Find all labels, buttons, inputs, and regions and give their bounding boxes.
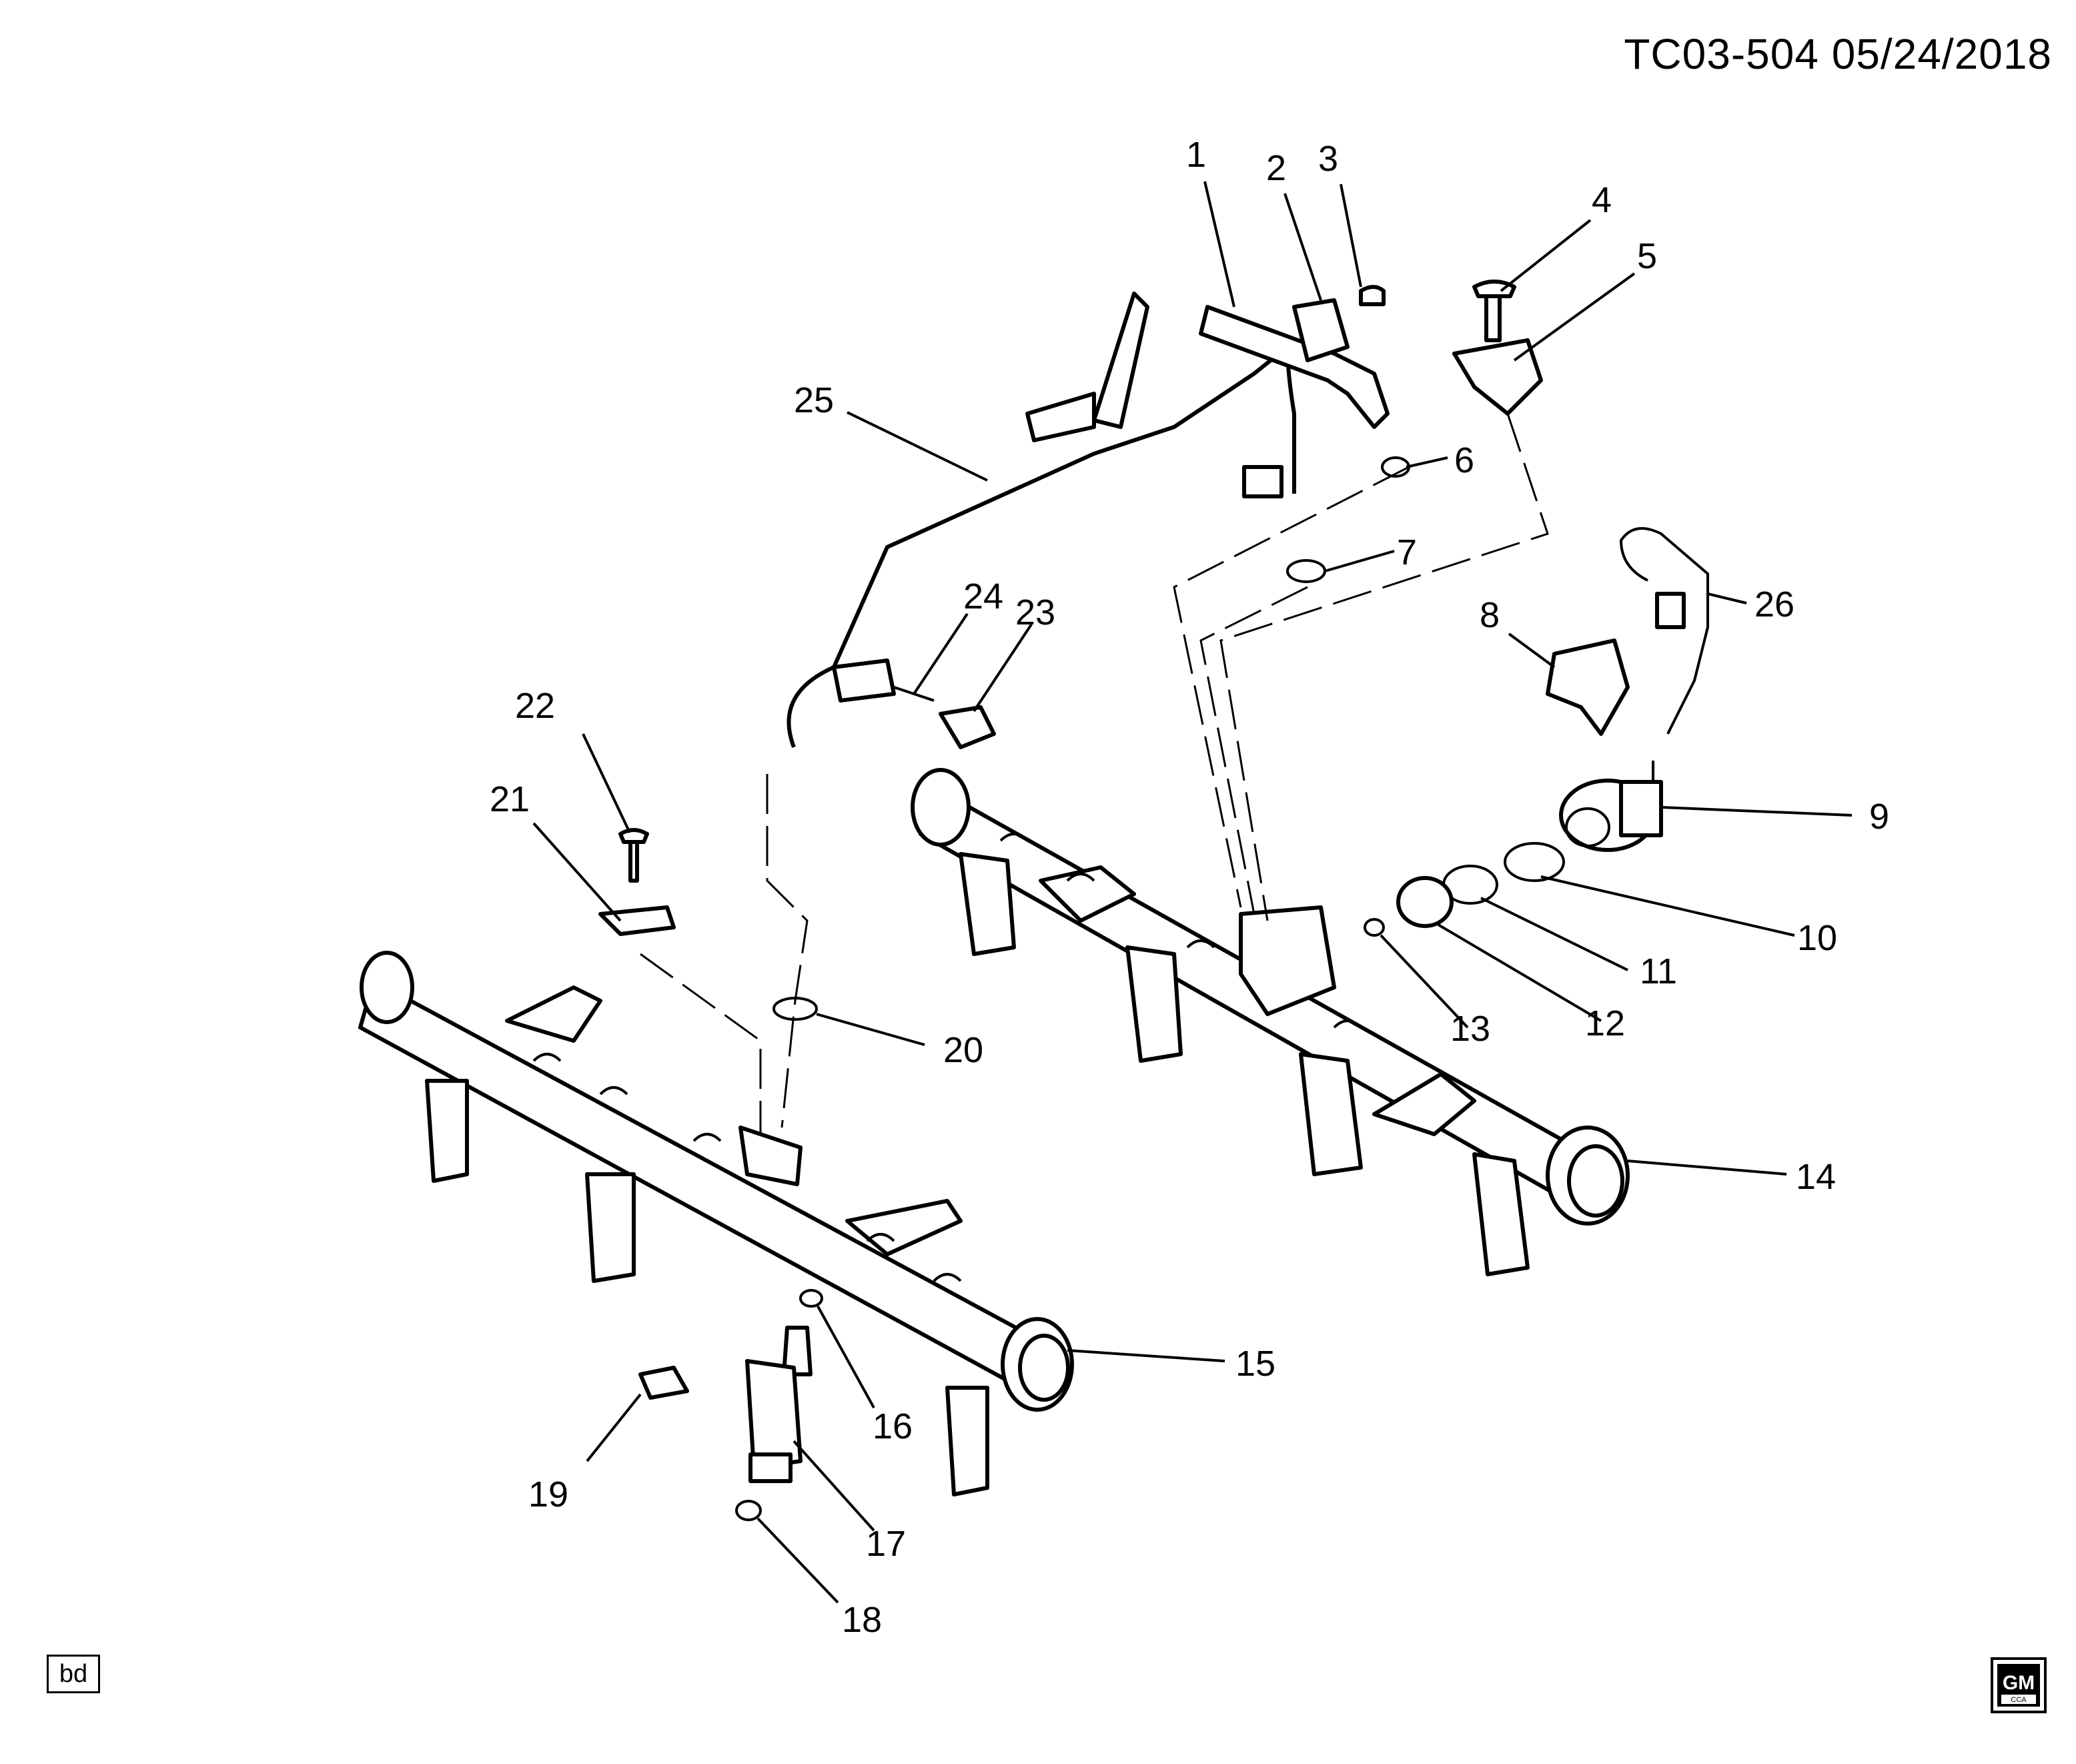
- ring-10: [1504, 842, 1565, 882]
- callout-22: 22: [515, 686, 555, 726]
- diagram-reference-id: TC03-504 05/24/2018: [1624, 30, 2052, 78]
- nut-3: [1359, 285, 1386, 306]
- callout-8: 8: [1480, 595, 1500, 635]
- front-injectors: [425, 1079, 989, 1496]
- leader-lines: [532, 181, 1853, 1604]
- bolt-22: [618, 828, 649, 883]
- callout-9: 9: [1869, 797, 1889, 837]
- o-ring-18: [735, 1500, 762, 1521]
- assembly-guide-lines: [640, 413, 1549, 1134]
- callout-20: 20: [943, 1030, 983, 1070]
- callout-5: 5: [1637, 236, 1657, 276]
- callout-10: 10: [1797, 918, 1837, 958]
- callout-6: 6: [1454, 440, 1474, 480]
- callout-12: 12: [1585, 1003, 1625, 1043]
- svg-text:GM: GM: [2003, 1672, 2035, 1694]
- callout-1: 1: [1186, 135, 1206, 175]
- callout-17: 17: [866, 1524, 906, 1564]
- callout-4: 4: [1592, 180, 1612, 220]
- section-tag: bd: [47, 1655, 100, 1693]
- callout-7: 7: [1397, 532, 1417, 572]
- callout-15: 15: [1235, 1344, 1275, 1384]
- pressure-regulator-9: [1559, 761, 1663, 852]
- bracket-2: [1292, 298, 1350, 362]
- loose-injector-17: [745, 1326, 813, 1483]
- callout-26: 26: [1754, 584, 1794, 624]
- svg-text:CCA: CCA: [2011, 1696, 2027, 1704]
- rear-fuel-rail: [911, 768, 1630, 1226]
- front-fuel-rail: [358, 951, 1074, 1412]
- fuel-return-pipe-1: [1199, 305, 1390, 429]
- callout-2: 2: [1266, 148, 1286, 188]
- bracket-21: [598, 905, 676, 936]
- retainer-5: [1452, 338, 1543, 416]
- injector-clip-19: [638, 1366, 689, 1400]
- hose-end-26: [1655, 592, 1686, 629]
- pipe-fitting-25: [1242, 465, 1283, 498]
- o-ring-13: [1364, 918, 1385, 937]
- cap-23: [939, 705, 996, 749]
- callout-13: 13: [1450, 1009, 1490, 1049]
- callout-24: 24: [963, 576, 1003, 616]
- callout-14: 14: [1796, 1157, 1836, 1197]
- gm-logo: GM CCA: [1991, 1657, 2047, 1713]
- filter-12: [1396, 876, 1454, 928]
- callout-23: 23: [1015, 592, 1055, 632]
- vacuum-hose-26: [1619, 527, 1709, 735]
- fitting-24-body: [832, 658, 896, 703]
- callout-3: 3: [1318, 139, 1338, 179]
- callout-18: 18: [842, 1600, 882, 1640]
- o-ring-7: [1286, 559, 1326, 583]
- rear-injectors: [959, 852, 1530, 1276]
- callout-16: 16: [873, 1406, 913, 1446]
- callout-numbers: 1 2 3 4 5 6 7 8 9 10 11 12 13 14 15 16 1…: [490, 135, 1889, 1640]
- callout-19: 19: [528, 1474, 568, 1514]
- retainer-8: [1546, 638, 1630, 736]
- o-ring-16: [799, 1289, 823, 1308]
- callout-11: 11: [1640, 951, 1677, 991]
- callout-21: 21: [490, 779, 530, 819]
- callout-25: 25: [794, 380, 834, 420]
- bolt-4: [1472, 280, 1516, 342]
